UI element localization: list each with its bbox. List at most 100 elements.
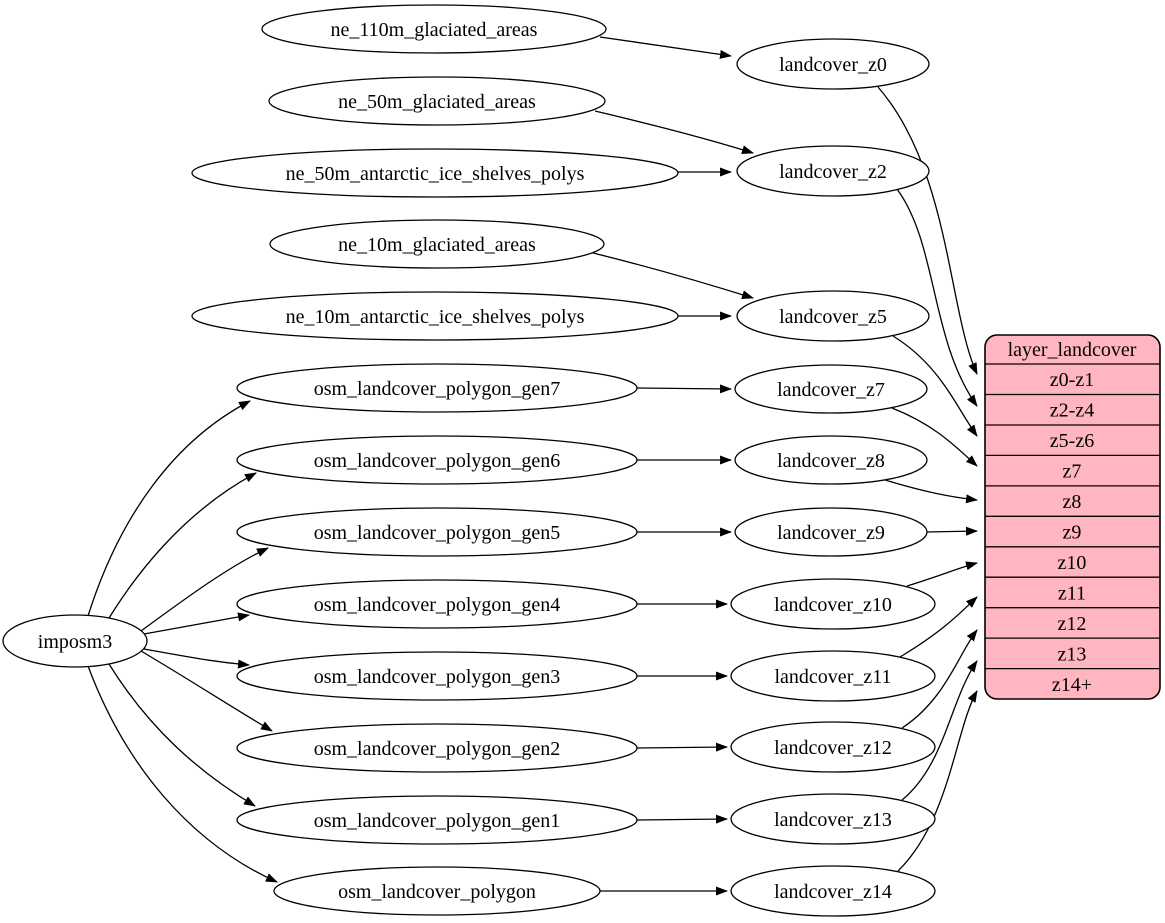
node-ellipse	[191, 291, 679, 341]
node-ellipse	[191, 148, 679, 198]
node-ne-10m-antarctic-ice-shelves-polys: ne_10m_antarctic_ice_shelves_polys	[191, 291, 679, 341]
layer-row-z2-z4: z2-z4	[1050, 400, 1094, 422]
edge-imposm3-osm-landcover-polygon-gen1	[108, 663, 256, 807]
node-ellipse	[730, 793, 936, 845]
layer-row-z12: z12	[1058, 613, 1087, 635]
node-ellipse	[730, 865, 936, 917]
node-label: imposm3	[38, 631, 112, 653]
node-ellipse	[736, 145, 930, 197]
node-ellipse	[730, 721, 936, 773]
node-osm-landcover-polygon-gen5: osm_landcover_polygon_gen5	[236, 507, 638, 557]
edge-landcover-z10-row-z10	[906, 561, 978, 587]
node-ellipse	[236, 651, 638, 701]
node-landcover-z9: landcover_z9	[734, 507, 928, 557]
node-ellipse	[236, 579, 638, 629]
edge-imposm3-osm-landcover-polygon-gen7	[87, 400, 251, 617]
edge-landcover-z11-row-z11	[899, 596, 978, 658]
node-label: landcover_z5	[779, 306, 887, 328]
node-ne-50m-antarctic-ice-shelves-polys: ne_50m_antarctic_ice_shelves_polys	[191, 148, 679, 198]
layer-row-z5-z6: z5-z6	[1050, 430, 1094, 452]
layer-table-title: layer_landcover	[1008, 339, 1137, 361]
node-osm-landcover-polygon-gen7: osm_landcover_polygon_gen7	[236, 363, 638, 413]
node-label: landcover_z8	[777, 450, 885, 472]
node-osm-landcover-polygon-gen4: osm_landcover_polygon_gen4	[236, 579, 638, 629]
node-ne-50m-glaciated-areas: ne_50m_glaciated_areas	[268, 76, 606, 126]
edge-imposm3-osm-landcover-polygon-gen6	[108, 472, 257, 619]
node-osm-landcover-polygon: osm_landcover_polygon	[273, 866, 601, 916]
node-landcover-z11: landcover_z11	[730, 650, 936, 702]
node-ellipse	[236, 363, 638, 413]
edge-imposm3-osm-landcover-polygon-gen5	[140, 547, 269, 632]
node-landcover-z12: landcover_z12	[730, 721, 936, 773]
edge-imposm3-osm-landcover-polygon	[87, 665, 278, 883]
layer-row-z14plus: z14+	[1052, 674, 1092, 696]
edge-landcover-z14-row-z14	[897, 690, 978, 872]
node-label: osm_landcover_polygon_gen3	[314, 666, 561, 688]
node-landcover-z2: landcover_z2	[736, 145, 930, 197]
node-landcover-z7: landcover_z7	[734, 364, 928, 414]
layer-row-z13: z13	[1058, 644, 1087, 666]
node-ellipse	[268, 76, 606, 126]
edge-imposm3-osm-landcover-polygon-gen3	[143, 648, 250, 669]
edge-landcover-z7-row-z7	[891, 407, 978, 467]
node-label: landcover_z7	[777, 379, 885, 401]
node-label: landcover_z0	[779, 54, 887, 76]
node-label: osm_landcover_polygon_gen4	[314, 594, 561, 616]
node-ellipse	[236, 507, 638, 557]
node-label: landcover_z11	[775, 666, 892, 688]
node-label: ne_10m_antarctic_ice_shelves_polys	[286, 306, 585, 328]
layer-row-z10: z10	[1058, 552, 1087, 574]
layer-row-z0-z1: z0-z1	[1050, 369, 1094, 391]
edge-landcover-z8-row-z8	[884, 479, 978, 504]
edge-gen2-landcover-z12	[636, 742, 728, 752]
node-landcover-z10: landcover_z10	[730, 578, 936, 630]
node-ellipse	[734, 507, 928, 557]
edge-gen1-landcover-z13	[636, 814, 728, 824]
layer-row-z11: z11	[1058, 583, 1086, 605]
node-label: osm_landcover_polygon	[338, 881, 536, 903]
node-label: osm_landcover_polygon_gen6	[314, 450, 561, 472]
node-osm-landcover-polygon-gen6: osm_landcover_polygon_gen6	[236, 435, 638, 485]
edge-imposm3-osm-landcover-polygon-gen2	[140, 650, 273, 732]
node-ellipse	[736, 38, 930, 90]
nodes: imposm3 ne_110m_glaciated_areas ne_50m_g…	[2, 4, 936, 917]
edge-imposm3-osm-landcover-polygon-gen4	[143, 612, 250, 635]
node-landcover-z5: landcover_z5	[736, 290, 930, 342]
node-label: osm_landcover_polygon_gen1	[314, 810, 561, 832]
node-osm-landcover-polygon-gen3: osm_landcover_polygon_gen3	[236, 651, 638, 701]
edge-landcover-z13-row-z13	[901, 660, 978, 801]
edge-landcover-z0-row-z0-z1	[877, 86, 978, 375]
layer-row-z8: z8	[1063, 491, 1082, 513]
node-ellipse	[236, 723, 638, 773]
node-label: landcover_z9	[777, 522, 885, 544]
node-landcover-z14: landcover_z14	[730, 865, 936, 917]
node-ellipse	[730, 578, 936, 630]
node-ellipse	[273, 866, 601, 916]
edge-landcover-z5-row-z5-z6	[892, 335, 978, 437]
node-ellipse	[236, 795, 638, 845]
node-label: ne_50m_glaciated_areas	[338, 91, 536, 113]
node-label: osm_landcover_polygon_gen7	[314, 378, 561, 400]
node-ellipse	[730, 650, 936, 702]
node-ne-110m-glaciated-areas: ne_110m_glaciated_areas	[261, 4, 607, 54]
edges	[87, 36, 978, 896]
edge-landcover-z2-row-z2-z4	[896, 188, 978, 407]
node-label: landcover_z2	[779, 161, 887, 183]
node-label: ne_50m_antarctic_ice_shelves_polys	[286, 163, 585, 185]
node-ellipse	[269, 219, 605, 269]
edge-ne-110m-glaciated-areas-landcover-z0	[599, 36, 732, 59]
node-label: ne_110m_glaciated_areas	[331, 19, 538, 41]
node-ellipse	[2, 614, 148, 668]
layer-row-z9: z9	[1063, 522, 1082, 544]
edge-landcover-z9-row-z9	[926, 526, 978, 536]
edge-ne-50m-glaciated-areas-landcover-z2	[594, 110, 754, 155]
node-ellipse	[736, 290, 930, 342]
edge-landcover-z12-row-z12	[901, 629, 978, 729]
node-label: osm_landcover_polygon_gen2	[314, 738, 561, 760]
node-label: landcover_z14	[774, 881, 892, 903]
node-osm-landcover-polygon-gen1: osm_landcover_polygon_gen1	[236, 795, 638, 845]
node-landcover-z13: landcover_z13	[730, 793, 936, 845]
node-label: ne_10m_glaciated_areas	[338, 234, 536, 256]
node-imposm3: imposm3	[2, 614, 148, 668]
